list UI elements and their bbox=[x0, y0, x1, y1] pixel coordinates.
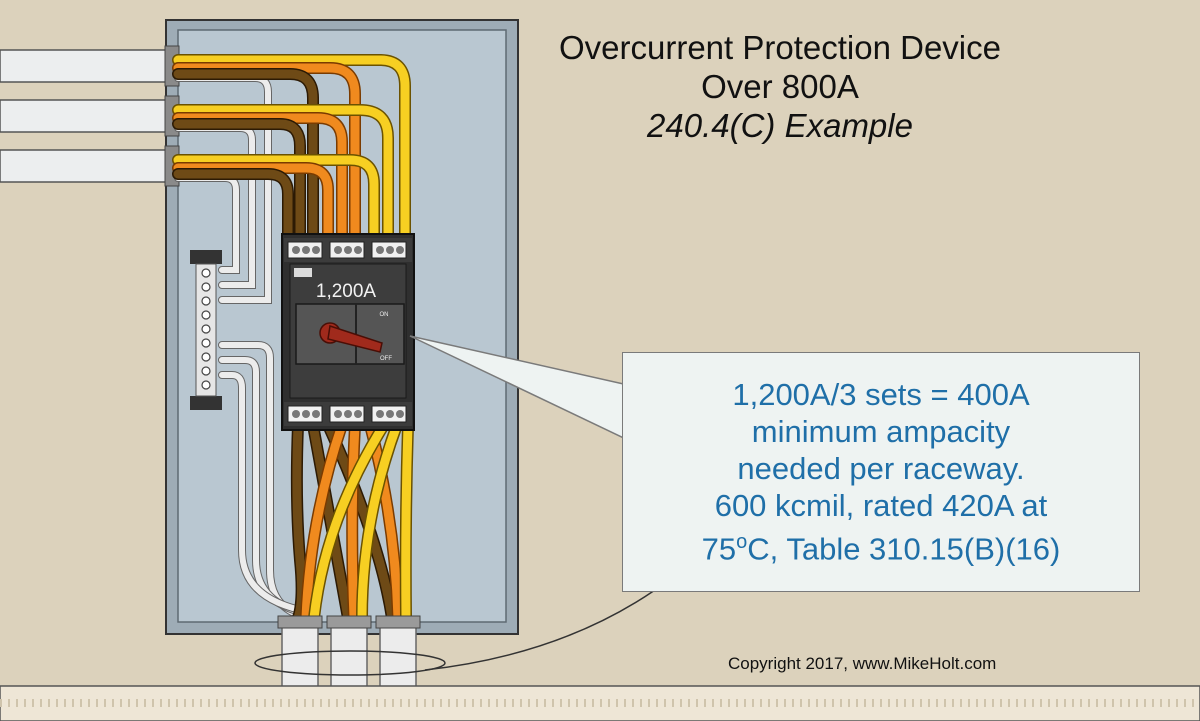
neutral-bar bbox=[190, 250, 222, 410]
callout-table-ref: C, Table 310.15(B)(16) bbox=[747, 531, 1061, 567]
callout-line-5: 75oC, Table 310.15(B)(16) bbox=[702, 524, 1061, 567]
breaker-rating: 1,200A bbox=[316, 281, 377, 302]
line-conductors bbox=[172, 54, 411, 244]
breaker-on-label: ON bbox=[380, 312, 389, 318]
breaker-off-label: OFF bbox=[380, 356, 392, 362]
copyright-notice: Copyright 2017, www.MikeHolt.com bbox=[728, 654, 997, 673]
title-line-2: Over 800A bbox=[701, 68, 859, 105]
title-line-3: 240.4(C) Example bbox=[647, 107, 913, 144]
callout-line-4: 600 kcmil, rated 420A at bbox=[714, 488, 1048, 524]
floor bbox=[0, 685, 1200, 721]
diagram-title: Overcurrent Protection Device Over 800A … bbox=[520, 28, 1040, 145]
callout-box: 1,200A/3 sets = 400A minimum ampacity ne… bbox=[622, 352, 1140, 592]
left-conduits bbox=[0, 45, 180, 187]
leader-line bbox=[424, 589, 656, 671]
bottom-conduits bbox=[254, 615, 446, 693]
callout-temp-value: 75 bbox=[701, 531, 737, 567]
callout-degree-sup: o bbox=[736, 531, 748, 554]
callout-line-2: minimum ampacity bbox=[751, 414, 1011, 450]
callout-line-3: needed per raceway. bbox=[737, 451, 1025, 487]
load-conductors bbox=[290, 419, 414, 624]
title-line-1: Overcurrent Protection Device bbox=[558, 29, 1001, 66]
circuit-breaker bbox=[281, 233, 415, 431]
breaker-handle bbox=[319, 322, 383, 353]
callout-line-1: 1,200A/3 sets = 400A bbox=[732, 377, 1030, 413]
breaker-label-plate bbox=[294, 268, 312, 277]
